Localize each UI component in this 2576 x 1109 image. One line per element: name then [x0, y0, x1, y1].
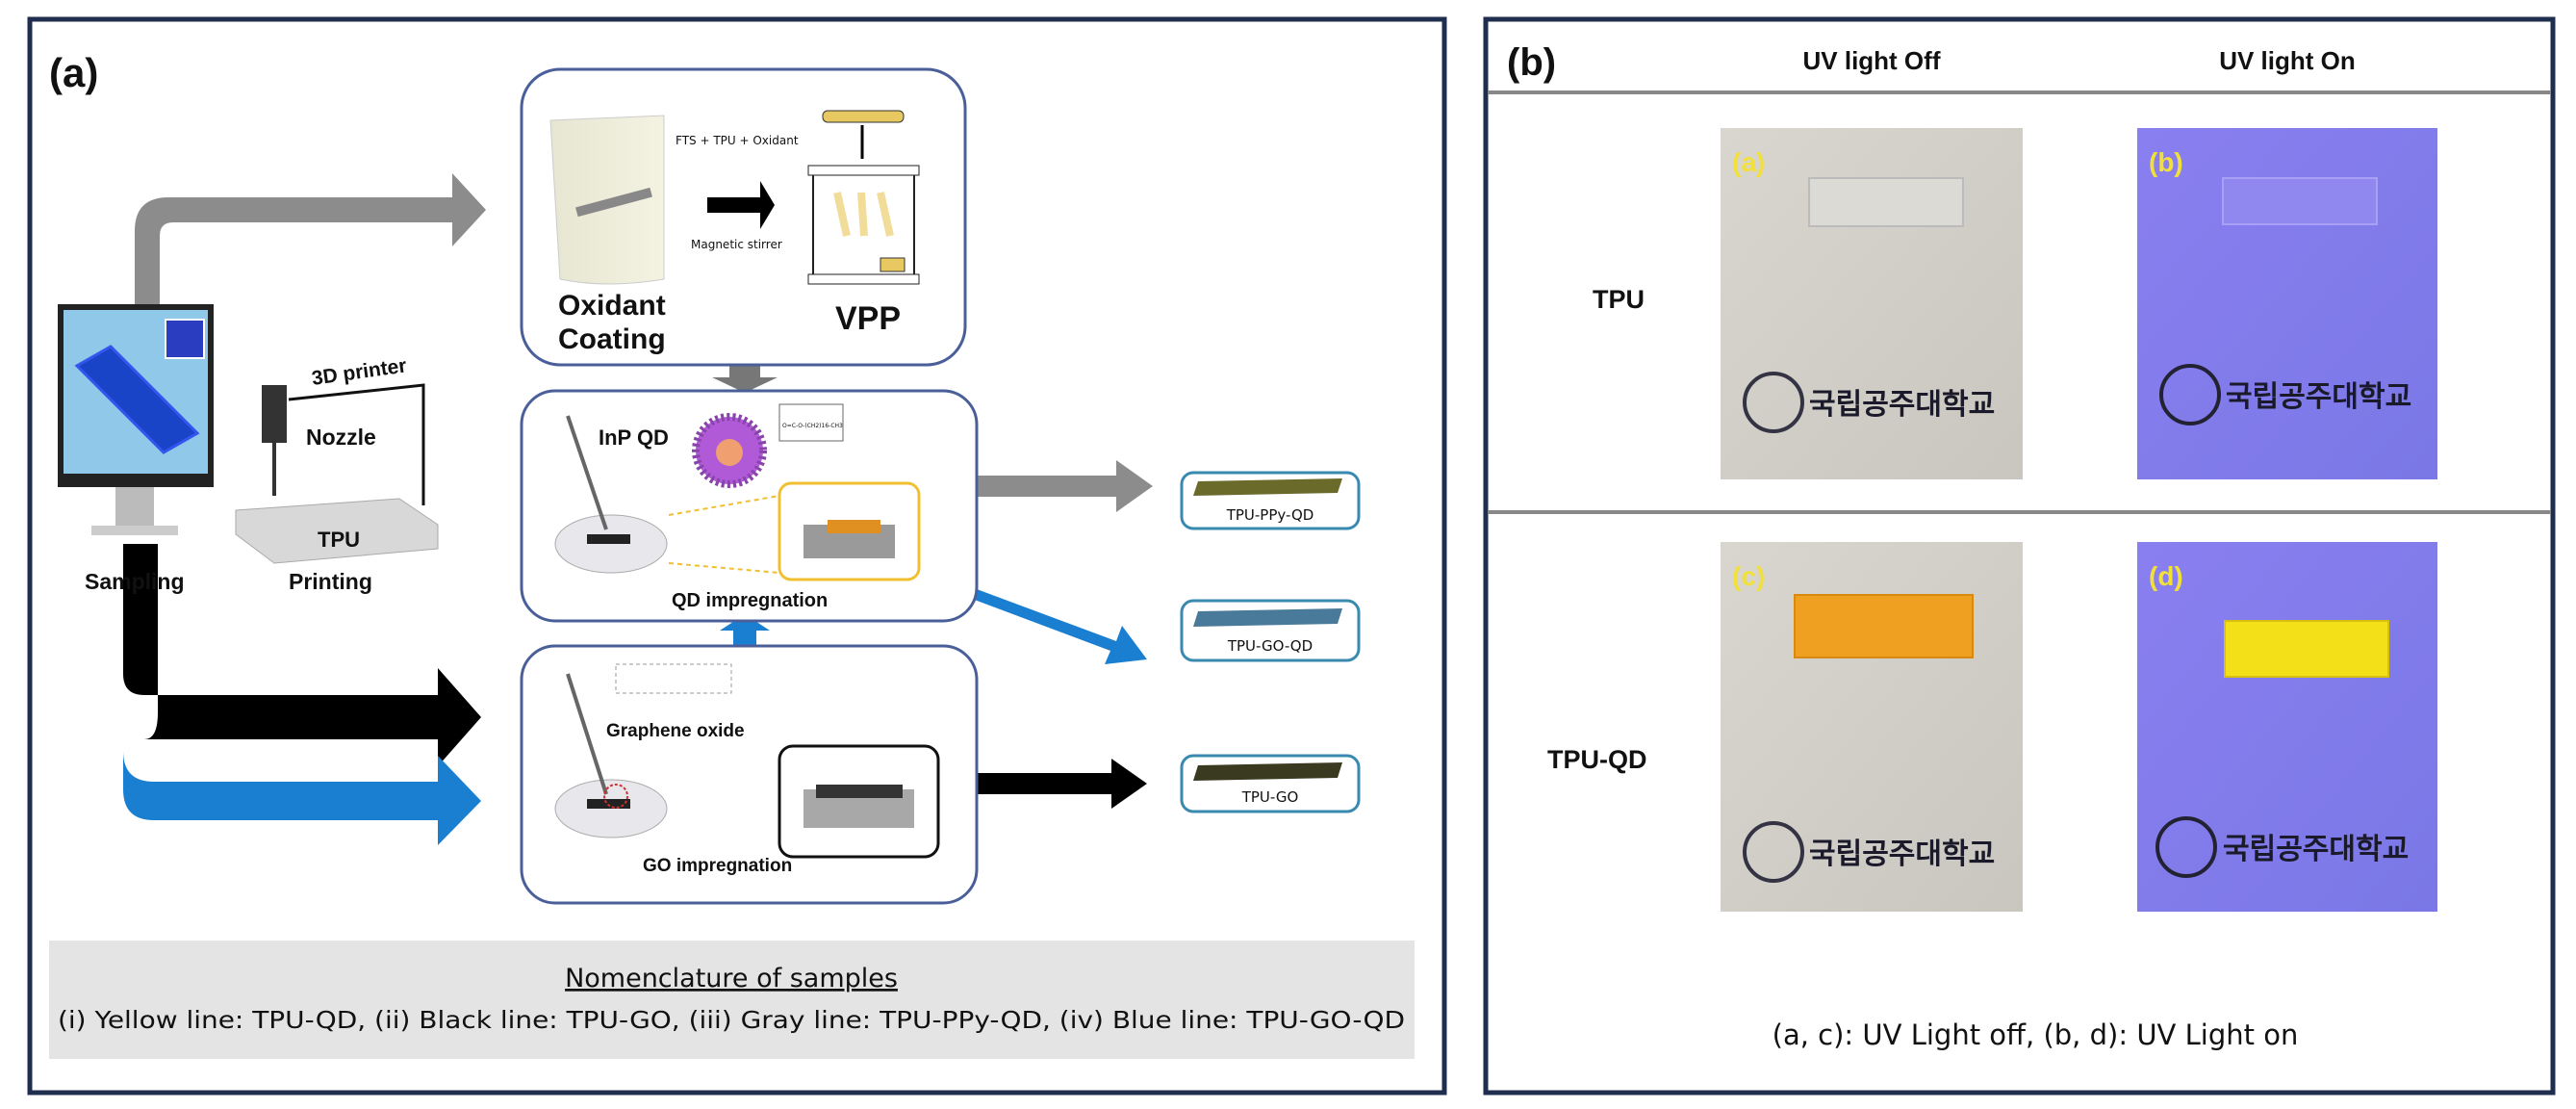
photo-tag: (a) [1732, 147, 1765, 177]
photo-tpu-qd-uv-off: (c) 국립공주대학교 [1721, 542, 2023, 912]
panel-b-label: (b) [1507, 41, 1556, 84]
go-impregnation-title: GO impregnation [643, 856, 792, 876]
nomenclature-text: (i) Yellow line: TPU-QD, (ii) Black line… [58, 1006, 1405, 1034]
photo-tag: (d) [2149, 561, 2183, 591]
product-label: TPU-PPy-QD [1226, 506, 1314, 524]
university-seal-icon [2155, 816, 2217, 878]
vpp-label: VPP [835, 300, 901, 337]
photo-tpu-uv-on: (b) 국립공주대학교 [2137, 128, 2437, 479]
product-tpu-ppy-qd: TPU-PPy-QD [1180, 471, 1361, 530]
product-label: TPU-GO-QD [1227, 637, 1313, 655]
qd-impregnation-box: InP QD O=C-O-(CH2)16-CH3 QD impregnation [520, 389, 979, 623]
ligand-formula: O=C-O-(CH2)16-CH3 [782, 423, 843, 429]
header-uv-off: UV light Off [1803, 46, 1941, 75]
university-seal-icon [1743, 372, 1804, 433]
photo-tpu-qd-uv-on: (d) 국립공주대학교 [2137, 542, 2437, 912]
university-seal-icon [2159, 364, 2221, 426]
panel-a-label: (a) [49, 50, 98, 95]
graphene-lattice-icon [615, 663, 732, 694]
photo-tag: (b) [2149, 147, 2183, 177]
inp-qd-label: InP QD [599, 426, 669, 450]
panel-a: (a) FTS + TPU + Oxidant Magnetic stirrer… [27, 16, 1447, 1096]
university-logo-text: 국립공주대학교 [2226, 380, 2411, 414]
stirrer-label: Magnetic stirrer [691, 238, 782, 251]
process-arrow [707, 181, 775, 229]
photo-tpu-uv-off: (a) 국립공주대학교 [1721, 128, 2023, 479]
university-logo-text: 국립공주대학교 [1809, 388, 1995, 422]
tpu-block-icon [235, 498, 439, 564]
blue-arrow-to-go [123, 693, 481, 845]
sampling-label: Sampling [85, 569, 185, 594]
coating-label: Coating [558, 323, 666, 355]
oxidant-label: Oxidant [558, 290, 666, 322]
photo-caption: (a, c): UV Light off, (b, d): UV Light o… [1773, 1019, 2299, 1051]
header-uv-on: UV light On [2219, 46, 2356, 75]
gray-arrow-down [712, 366, 778, 393]
product-tpu-go: TPU-GO [1180, 754, 1361, 813]
nomenclature-title: Nomenclature of samples [565, 964, 898, 993]
printing-label: Printing [289, 569, 372, 594]
university-logo-text: 국립공주대학교 [2223, 833, 2409, 866]
university-seal-icon [1743, 821, 1804, 883]
blue-arrow-to-goqd [972, 589, 1147, 664]
qd-impregnation-title: QD impregnation [672, 590, 828, 611]
nozzle-icon [262, 385, 287, 443]
photo-tag: (c) [1732, 561, 1765, 591]
panel-b: (b) UV light Off UV light On TPU TPU-QD … [1483, 16, 2556, 1096]
black-arrow-to-go [123, 544, 481, 766]
row-label-tpu-qd: TPU-QD [1547, 745, 1647, 774]
vpp-chamber-icon [807, 110, 920, 285]
nomenclature-band: Nomenclature of samples (i) Yellow line:… [49, 941, 1415, 1059]
gray-arrow-to-ppy [977, 460, 1153, 512]
product-label: TPU-GO [1241, 788, 1299, 806]
sampling-printing-area: Sampling 3D printer Nozzle TPU Printing [58, 304, 439, 594]
reagents-label: FTS + TPU + Oxidant [676, 134, 799, 147]
blue-arrow-up [720, 614, 770, 646]
go-impregnation-box: Graphene oxide GO impregnation [520, 644, 979, 905]
graphene-oxide-label: Graphene oxide [606, 721, 745, 741]
product-tpu-go-qd: TPU-GO-QD [1180, 599, 1361, 662]
gray-arrow-to-oxidant [135, 173, 486, 304]
black-arrow-to-go-product [962, 759, 1147, 809]
university-logo-text: 국립공주대학교 [1809, 838, 1995, 871]
tpu-label: TPU [318, 528, 360, 552]
oxidant-coating-box: FTS + TPU + Oxidant Magnetic stirrer Oxi… [520, 67, 967, 367]
nozzle-label: Nozzle [306, 425, 376, 450]
row-label-tpu: TPU [1593, 285, 1645, 314]
